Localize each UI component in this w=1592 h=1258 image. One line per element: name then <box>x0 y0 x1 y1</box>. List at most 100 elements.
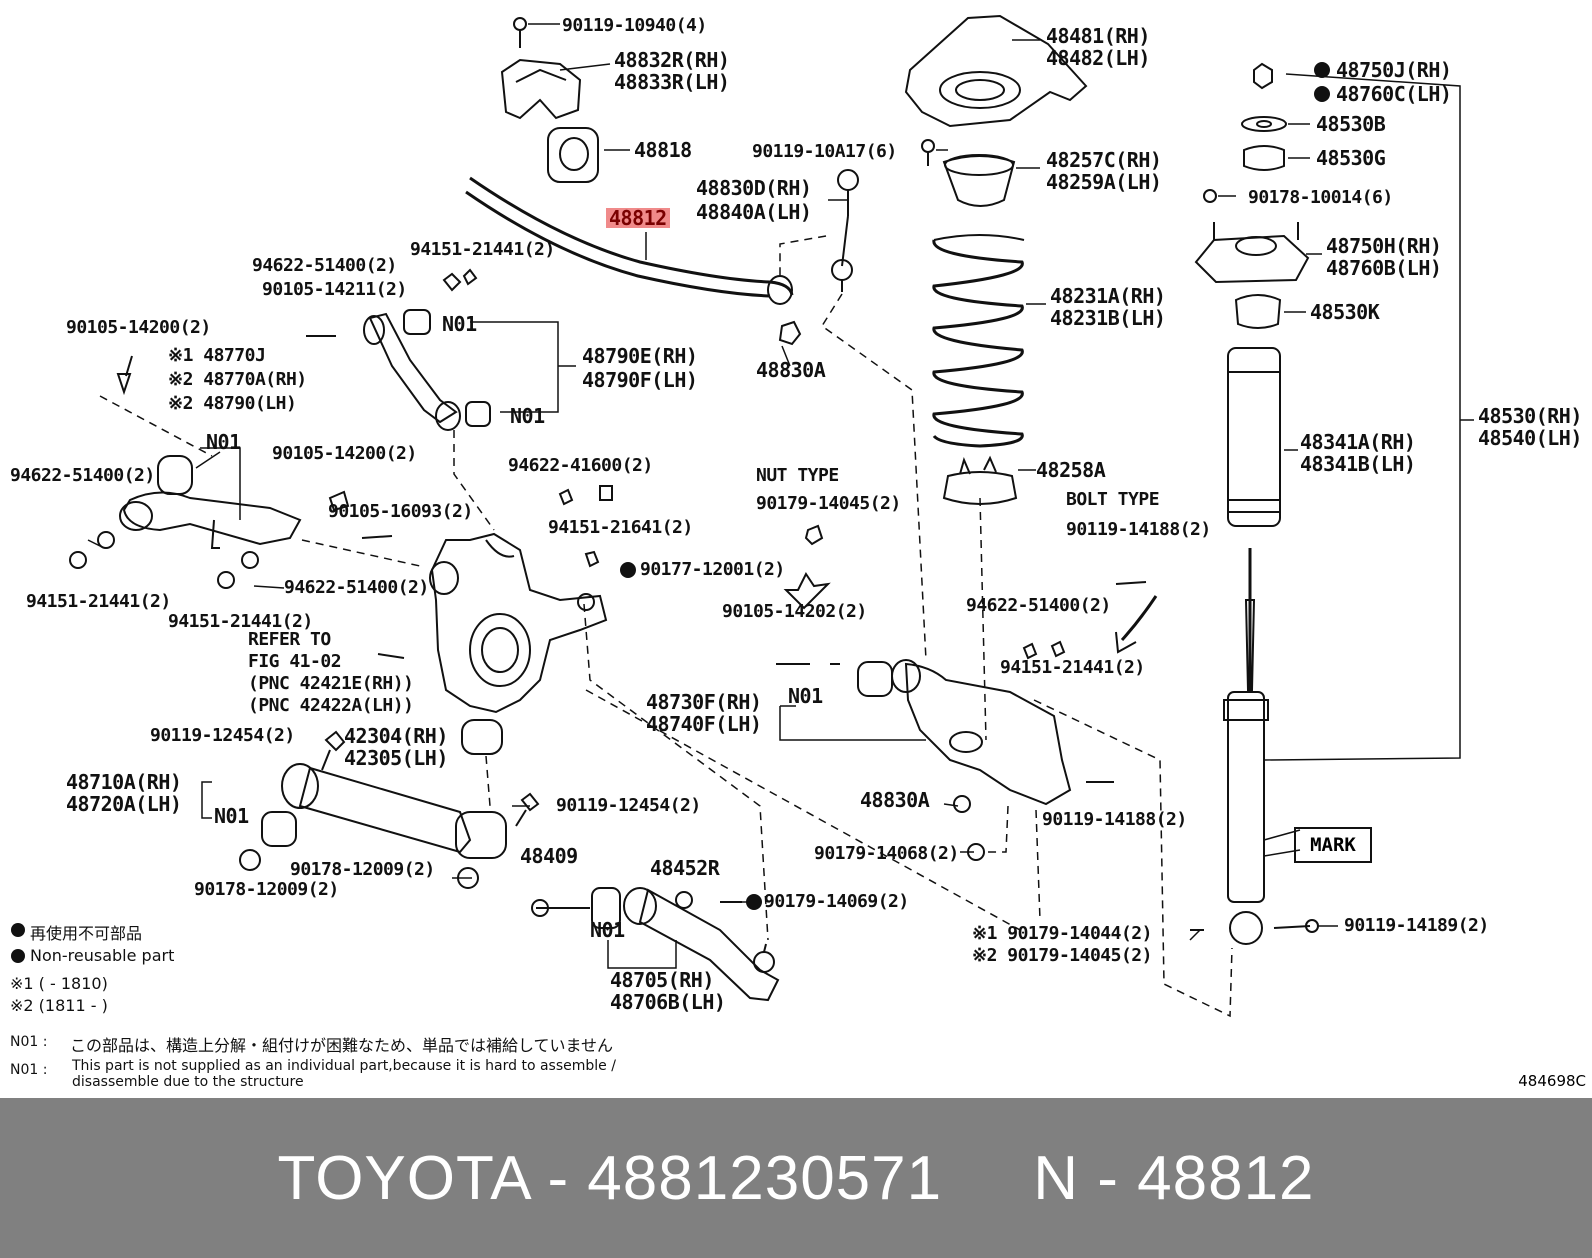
part-label[interactable]: 48231B(LH) <box>1050 306 1166 330</box>
cushion-48530G <box>1243 145 1285 171</box>
exploded-parts-diagram: 90119-10940(4) 48832R(RH) 48833R(LH) 488… <box>10 14 1586 1090</box>
bushing-42304 <box>461 719 503 755</box>
part-label[interactable]: 48790F(LH) <box>582 368 698 392</box>
bushing-48710A <box>281 763 319 809</box>
part-label[interactable]: 90179-14069(2) <box>764 891 909 912</box>
part-label[interactable]: 90119-14189(2) <box>1344 915 1489 936</box>
reference-note: (PNC 42422A(LH)) <box>248 695 414 716</box>
part-label[interactable]: 48530B <box>1316 112 1386 136</box>
part-label[interactable]: ※2 48770A(RH) <box>168 369 307 390</box>
bushing-n01 <box>857 661 893 697</box>
part-label[interactable]: 48830A <box>860 788 930 812</box>
bound-stopper-48530K <box>1234 294 1282 329</box>
part-label[interactable]: 48481(RH) <box>1046 24 1150 48</box>
part-label[interactable]: 94622-51400(2) <box>252 255 397 276</box>
part-label[interactable]: 94151-21441(2) <box>1000 657 1145 678</box>
part-label[interactable]: 48540(LH) <box>1478 426 1582 450</box>
part-label[interactable]: N01 <box>510 404 545 428</box>
part-label[interactable]: 48452R <box>650 856 720 880</box>
part-label[interactable]: 48530G <box>1316 146 1386 170</box>
part-label[interactable]: 94151-21441(2) <box>410 239 555 260</box>
part-label[interactable]: 48750H(RH) <box>1326 234 1442 258</box>
part-label[interactable]: 90177-12001(2) <box>640 559 785 580</box>
part-label[interactable]: 90178-10014(6) <box>1248 187 1393 208</box>
part-label[interactable]: 48231A(RH) <box>1050 284 1166 308</box>
part-label[interactable]: 94622-51400(2) <box>966 595 1111 616</box>
bushing-n01 <box>403 309 431 335</box>
part-label[interactable]: N01 <box>206 430 241 454</box>
part-label[interactable]: 90119-14188(2) <box>1042 809 1187 830</box>
note-prefix: N01 : <box>10 1034 48 1050</box>
part-label[interactable]: 48710A(RH) <box>66 770 182 794</box>
part-label[interactable]: 90105-14211(2) <box>262 279 407 300</box>
part-label[interactable]: 94151-21441(2) <box>168 611 313 632</box>
part-label[interactable]: 48790E(RH) <box>582 344 698 368</box>
part-label[interactable]: 90119-12454(2) <box>150 725 295 746</box>
shock-lower-eye <box>1229 911 1263 945</box>
part-label[interactable]: 48830D(RH) <box>696 176 812 200</box>
nut-48750J <box>1253 62 1273 90</box>
note-en-line2: disassemble due to the structure <box>72 1074 304 1090</box>
toe-control-arm <box>638 888 780 1002</box>
part-label[interactable]: 48409 <box>520 844 578 868</box>
part-label[interactable]: 48830A <box>756 358 826 382</box>
part-label[interactable]: 48832R(RH) <box>614 48 730 72</box>
part-label[interactable]: N01 <box>214 804 249 828</box>
reference-note: REFER TO <box>248 629 331 650</box>
part-label[interactable]: 48530(RH) <box>1478 404 1582 428</box>
part-label[interactable]: 48259A(LH) <box>1046 170 1162 194</box>
part-label[interactable]: 48720A(LH) <box>66 792 182 816</box>
coil-spring <box>932 234 1025 448</box>
part-label[interactable]: N01 <box>788 684 823 708</box>
part-label[interactable]: ※2 48790(LH) <box>168 393 297 414</box>
part-label[interactable]: 90105-14200(2) <box>66 317 211 338</box>
part-label[interactable]: 48258A <box>1036 458 1106 482</box>
part-label[interactable]: 48750J(RH) <box>1336 58 1452 82</box>
stabilizer-bar <box>469 176 794 296</box>
part-label[interactable]: ※1 48770J <box>168 345 266 366</box>
part-label[interactable]: 90179-14068(2) <box>814 843 959 864</box>
part-label[interactable]: 48257C(RH) <box>1046 148 1162 172</box>
part-label[interactable]: 42304(RH) <box>344 724 448 748</box>
part-label[interactable]: 48730F(RH) <box>646 690 762 714</box>
part-label[interactable]: 48482(LH) <box>1046 46 1150 70</box>
part-label[interactable]: 90119-10A17(6) <box>752 141 897 162</box>
spring-seat-upper <box>942 155 1016 207</box>
part-label[interactable]: 48760C(LH) <box>1336 82 1452 106</box>
part-label[interactable]: 42305(LH) <box>344 746 448 770</box>
part-label[interactable]: 90105-14200(2) <box>272 443 417 464</box>
part-label[interactable]: 90178-12009(2) <box>290 859 435 880</box>
part-label[interactable]: 90105-14202(2) <box>722 601 867 622</box>
part-label-highlighted[interactable]: 48812 <box>606 208 670 228</box>
part-label[interactable]: 90105-16093(2) <box>328 501 473 522</box>
part-label[interactable]: 48530K <box>1310 300 1380 324</box>
part-label[interactable]: ※1 90179-14044(2) <box>972 923 1152 944</box>
part-label[interactable]: 48760B(LH) <box>1326 256 1442 280</box>
reference-note[interactable]: FIG 41-02 <box>248 651 342 672</box>
part-label[interactable]: 48341A(RH) <box>1300 430 1416 454</box>
part-label[interactable]: NUT TYPE <box>756 465 839 486</box>
part-label[interactable]: ※2 90179-14045(2) <box>972 945 1152 966</box>
part-label[interactable]: 90119-12454(2) <box>556 795 701 816</box>
part-label[interactable]: 94151-21641(2) <box>548 517 693 538</box>
part-label[interactable]: 48705(RH) <box>610 968 714 992</box>
part-label[interactable]: BOLT TYPE <box>1066 489 1160 510</box>
part-label[interactable]: 90119-10940(4) <box>562 15 707 36</box>
part-label[interactable]: 94622-41600(2) <box>508 455 653 476</box>
part-label[interactable]: 90119-14188(2) <box>1066 519 1211 540</box>
part-label[interactable]: 90178-12009(2) <box>194 879 339 900</box>
part-label[interactable]: 94622-51400(2) <box>10 465 155 486</box>
part-label[interactable]: 48341B(LH) <box>1300 452 1416 476</box>
part-label[interactable]: 94151-21441(2) <box>26 591 171 612</box>
part-label[interactable]: 48840A(LH) <box>696 200 812 224</box>
stabilizer-bar-end <box>767 275 793 305</box>
part-label[interactable]: 48706B(LH) <box>610 990 726 1014</box>
part-label[interactable]: 48740F(LH) <box>646 712 762 736</box>
part-label[interactable]: 48818 <box>634 138 692 162</box>
part-label[interactable]: 90179-14045(2) <box>756 493 901 514</box>
part-label[interactable]: N01 <box>590 918 625 942</box>
part-label[interactable]: 94622-51400(2) <box>284 577 429 598</box>
part-label[interactable]: N01 <box>442 312 477 336</box>
part-label[interactable]: 48833R(LH) <box>614 70 730 94</box>
bushing-n01 <box>261 811 297 847</box>
